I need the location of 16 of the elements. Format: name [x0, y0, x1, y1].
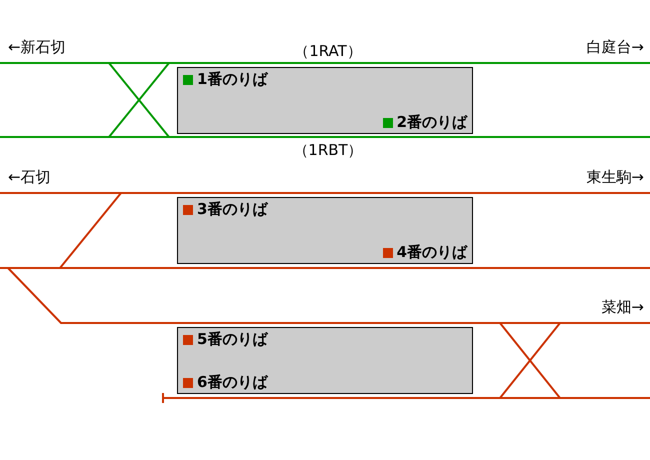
- platform-number: 3番のりば: [197, 200, 268, 219]
- direction-label: 東生駒→: [586, 168, 644, 186]
- platform: [177, 327, 473, 394]
- track-name: （1RBT）: [293, 141, 363, 159]
- platform: [177, 67, 473, 134]
- direction-label: ←新石切: [8, 38, 66, 56]
- direction-label: 菜畑→: [601, 298, 644, 316]
- platform-number: 5番のりば: [197, 330, 268, 349]
- platform-number: 6番のりば: [197, 373, 268, 392]
- platform-number: 1番のりば: [197, 70, 268, 89]
- track-name: （1RAT）: [294, 42, 362, 60]
- platform-number: 2番のりば: [396, 113, 467, 132]
- direction-label: 白庭台→: [586, 38, 644, 56]
- direction-label: ←石切: [8, 168, 51, 186]
- platform: [177, 197, 473, 264]
- platform-number: 4番のりば: [396, 243, 467, 262]
